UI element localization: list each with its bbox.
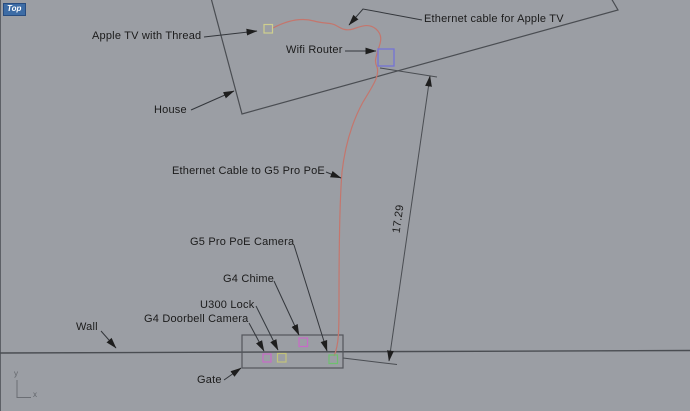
g4-doorbell-label[interactable]: G4 Doorbell Camera (144, 313, 249, 325)
ethernet-apple-tv-label[interactable]: Ethernet cable for Apple TV (424, 13, 564, 25)
ethernet-cable-curve[interactable] (272, 18, 382, 357)
house-label[interactable]: House (154, 104, 187, 116)
ethernet-g5-leader-line[interactable] (325, 170, 342, 179)
axis-x-label: x (33, 390, 37, 399)
ethernet-g5-label[interactable]: Ethernet Cable to G5 Pro PoE (172, 165, 325, 177)
house-outline[interactable] (210, 0, 619, 115)
g4-chime-marker[interactable] (298, 337, 309, 348)
wifi-router-label[interactable]: Wifi Router (286, 44, 343, 56)
dimension-extension-top[interactable] (379, 67, 438, 78)
g4-doorbell-marker[interactable] (262, 353, 272, 363)
apple-tv-marker[interactable] (263, 23, 274, 34)
g5-camera-marker[interactable] (328, 354, 339, 365)
dimension-extension-bottom[interactable] (342, 357, 398, 365)
apple-tv-leader-line[interactable] (203, 28, 258, 38)
g4-chime-leader-line[interactable] (273, 280, 300, 336)
u300-lock-leader-line[interactable] (255, 305, 279, 351)
ethernet-apple-tv-leader-line[interactable] (348, 8, 423, 26)
axis-y-label: y (14, 369, 18, 378)
wall-label[interactable]: Wall (76, 321, 98, 333)
wall-leader-line[interactable] (100, 330, 117, 349)
g4-chime-label[interactable]: G4 Chime (223, 273, 275, 285)
u300-lock-label[interactable]: U300 Lock (200, 299, 255, 311)
viewport-tab-top[interactable]: Top (3, 3, 27, 16)
cplane-axis-icon (16, 380, 31, 398)
g5-camera-label[interactable]: G5 Pro PoE Camera (190, 236, 295, 248)
gate-leader-line[interactable] (223, 367, 242, 381)
u300-lock-marker[interactable] (276, 352, 287, 363)
wall-line[interactable] (0, 349, 690, 354)
wifi-router-marker[interactable] (377, 48, 395, 67)
gate-label[interactable]: Gate (197, 374, 222, 386)
apple-tv-label[interactable]: Apple TV with Thread (92, 30, 202, 42)
g5-camera-leader-line[interactable] (293, 244, 328, 352)
dimension-line[interactable] (387, 75, 432, 362)
g4-doorbell-leader-line[interactable] (248, 322, 265, 352)
house-leader-line[interactable] (190, 90, 235, 111)
